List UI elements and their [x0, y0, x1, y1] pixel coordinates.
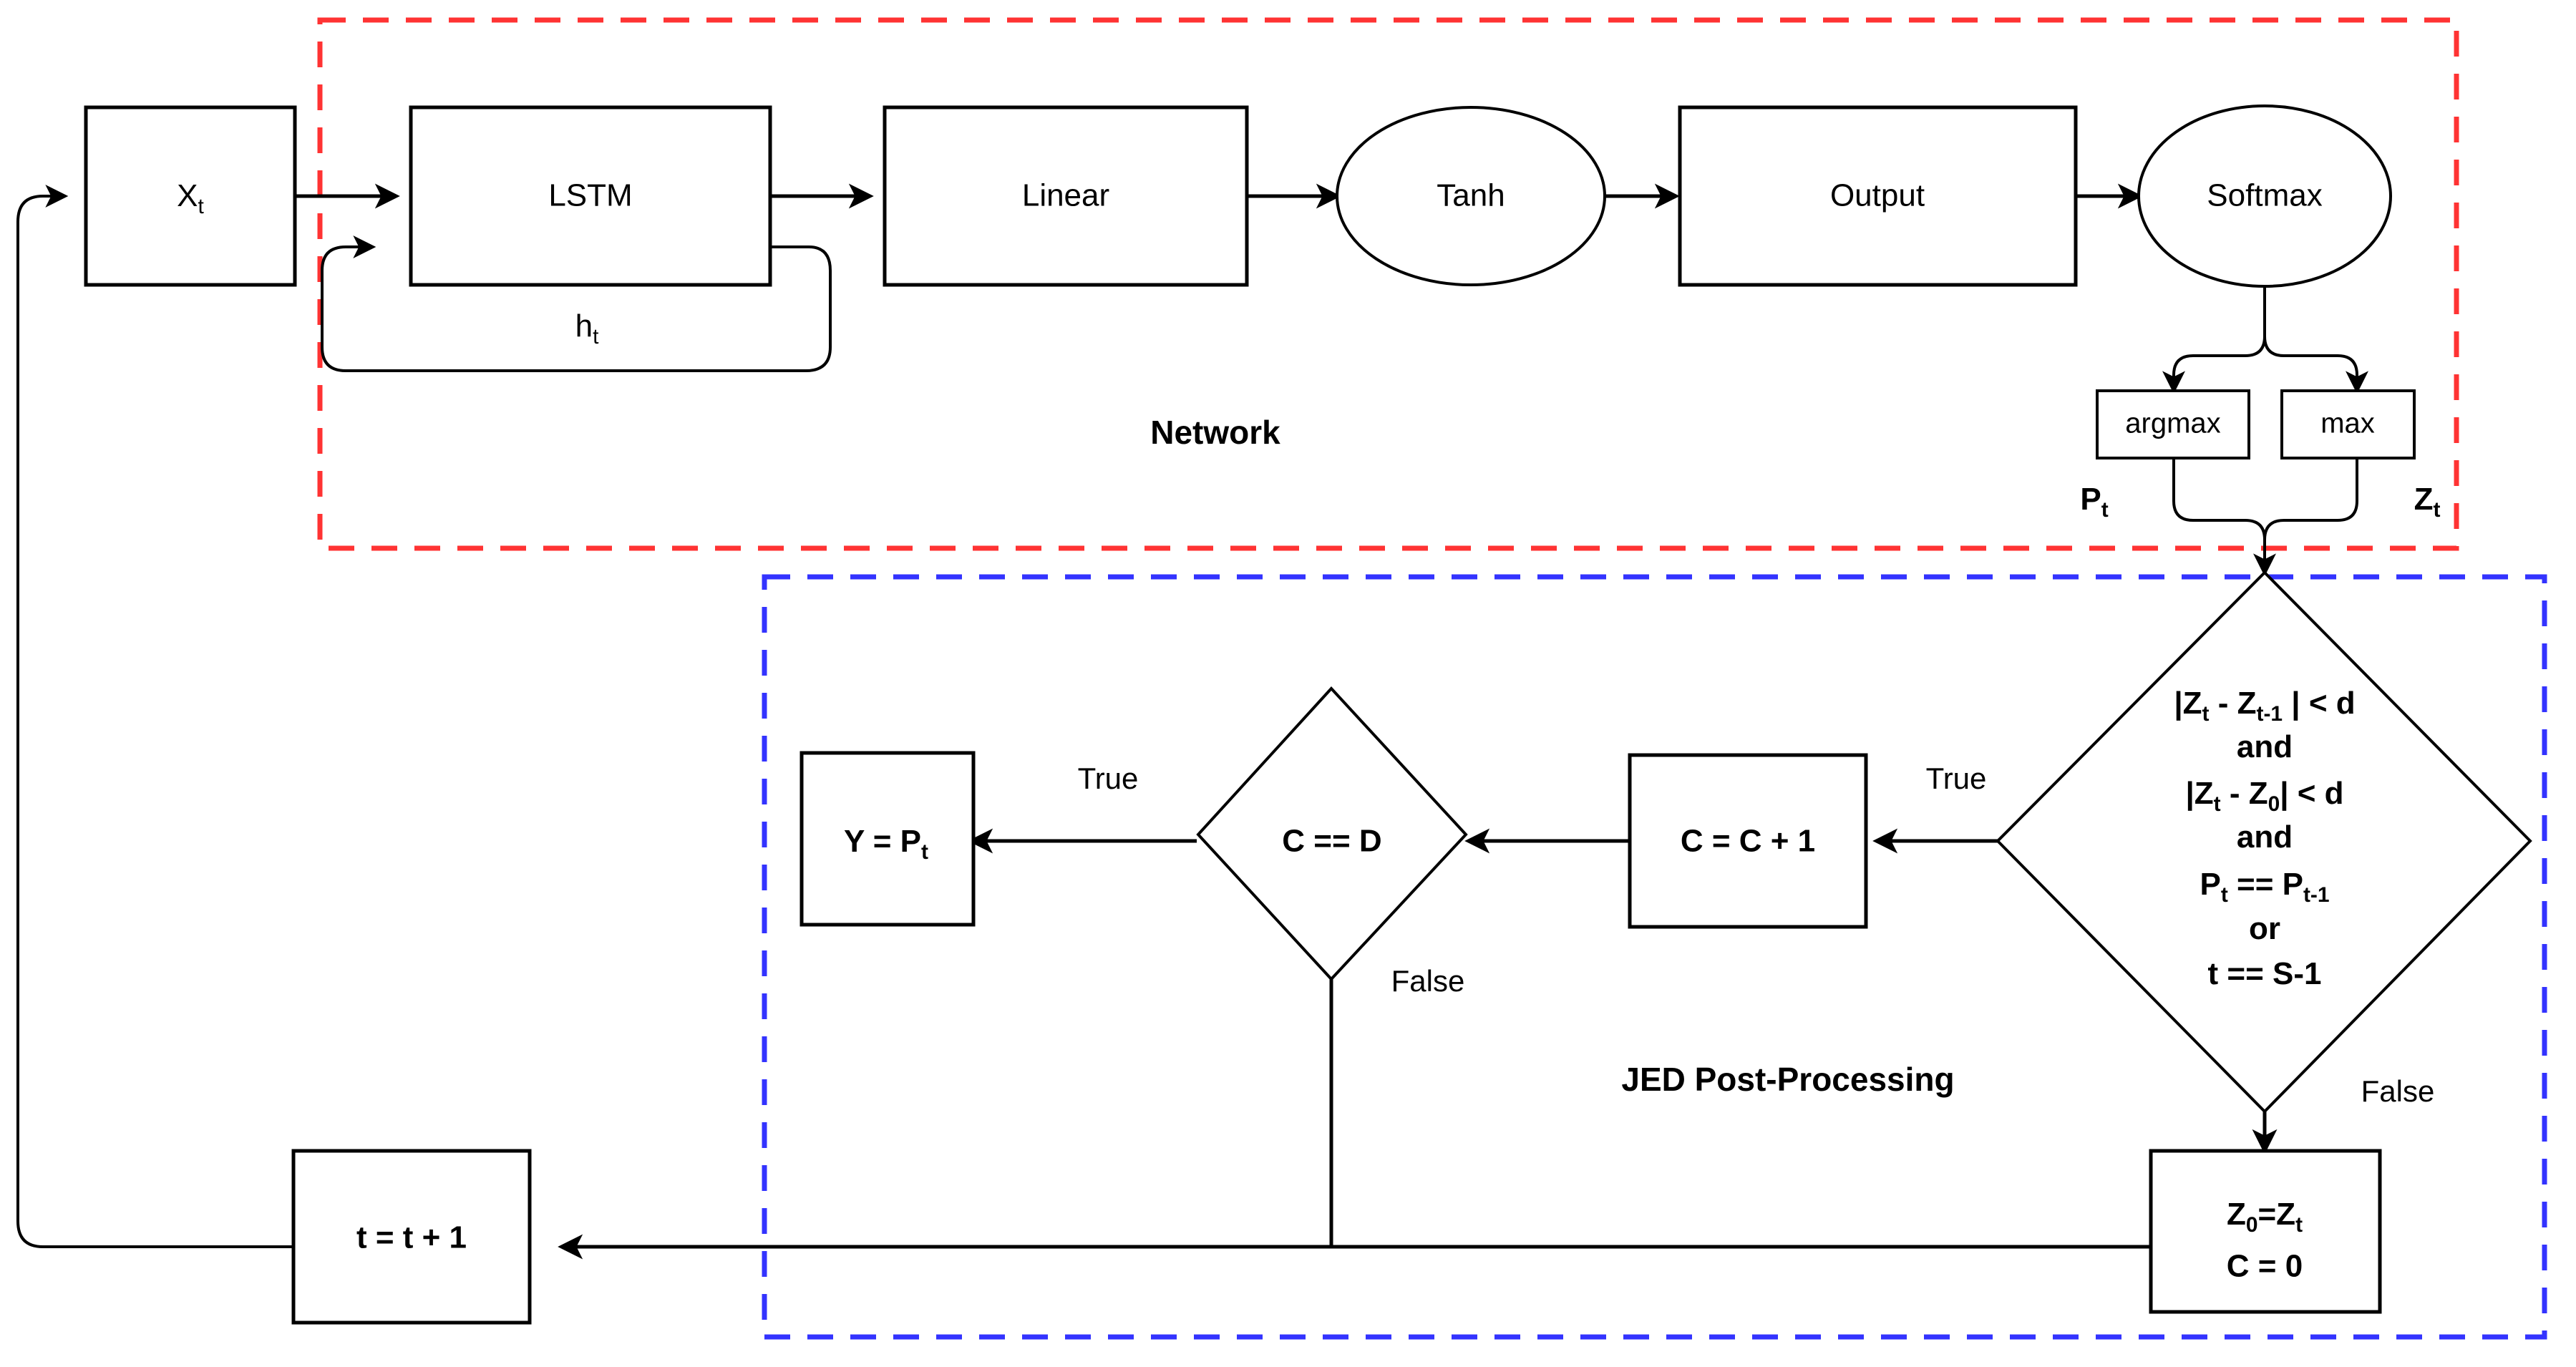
node-tanh-label: Tanh: [1437, 178, 1505, 213]
edge-label-decision-true: True: [1926, 762, 1987, 795]
decision-line-2: and: [2237, 729, 2293, 764]
edge-label-counter-false: False: [1391, 964, 1465, 998]
edge-softmax-to-max: [2263, 286, 2368, 394]
node-counter-increment[interactable]: [1628, 753, 1868, 929]
node-softmax-label: Softmax: [2207, 178, 2322, 213]
edge-argmax-to-decision: [2172, 458, 2276, 577]
edge-softmax-to-argmax: [2162, 286, 2266, 394]
decision-line-4: and: [2237, 819, 2293, 855]
node-max[interactable]: [2280, 389, 2416, 459]
node-output-label: Output: [1830, 178, 1925, 213]
edge-label-zt: Zt: [2414, 482, 2441, 522]
node-reset-label-line1: Z0=Zt: [2227, 1197, 2303, 1237]
node-emit-prediction[interactable]: [799, 751, 976, 927]
node-time-increment-label: t = t + 1: [356, 1220, 467, 1255]
edge-time-increment-loop-to-input: [16, 185, 293, 1248]
node-linear[interactable]: [883, 105, 1249, 287]
decision-line-5: Pt == Pt-1: [2200, 867, 2329, 907]
node-counter-check-label: C == D: [1282, 824, 1381, 859]
node-lstm-label: LSTM: [548, 178, 632, 213]
edge-label-pt: Pt: [2080, 482, 2108, 522]
decision-line-6: or: [2249, 911, 2280, 946]
node-linear-label: Linear: [1022, 178, 1109, 213]
edge-max-to-decision: [2263, 458, 2358, 573]
node-argmax-label: argmax: [2125, 408, 2220, 439]
jed-group-title: JED Post-Processing: [1621, 1061, 1954, 1098]
node-lstm[interactable]: [409, 105, 772, 287]
jed-group-boundary: [762, 574, 2547, 1340]
node-time-increment[interactable]: [291, 1149, 532, 1325]
edge-label-hidden-state: ht: [575, 308, 599, 349]
node-reset-label-line2: C = 0: [2227, 1249, 2303, 1284]
node-tanh[interactable]: [1336, 106, 1606, 286]
decision-line-1: |Zt - Zt-1 | < d: [2174, 686, 2355, 726]
node-emit-prediction-label: Y = Pt: [844, 824, 928, 864]
node-output[interactable]: [1678, 105, 2078, 287]
edge-label-counter-true: True: [1078, 762, 1139, 795]
node-softmax[interactable]: [2137, 104, 2392, 288]
node-reset[interactable]: [2149, 1149, 2382, 1314]
node-argmax[interactable]: [2096, 389, 2250, 459]
node-counter-increment-label: C = C + 1: [1681, 824, 1815, 859]
network-group-title: Network: [1150, 414, 1280, 451]
node-input-label: Xt: [177, 178, 204, 218]
decision-line-7: t == S-1: [2208, 956, 2322, 991]
edge-lstm-hidden-state-loop: [321, 235, 832, 372]
node-counter-check[interactable]: [1196, 686, 1468, 981]
edge-label-decision-false: False: [2361, 1074, 2435, 1108]
decision-line-3: |Zt - Z0| < d: [2185, 776, 2343, 816]
node-max-label: max: [2320, 408, 2375, 439]
node-input-xt[interactable]: [84, 105, 297, 287]
